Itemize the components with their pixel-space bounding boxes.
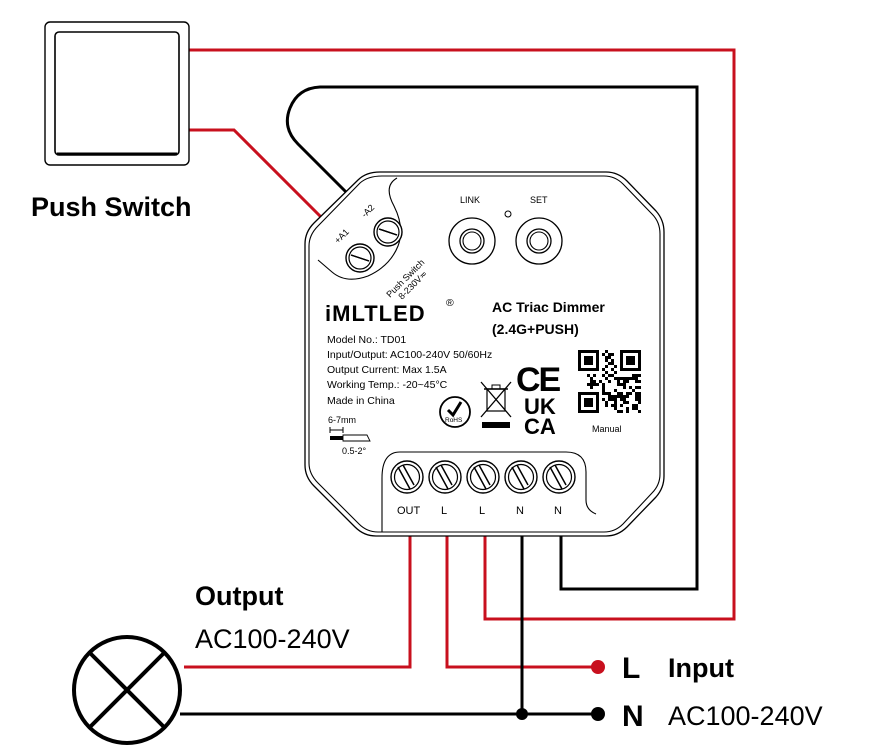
screw-terminal-2 — [428, 460, 462, 494]
neutral-input-terminal-dot — [591, 707, 605, 721]
terminal-label-l2: L — [479, 505, 485, 517]
ukca-mark-line2: CA — [524, 414, 556, 439]
device-title-line1: AC Triac Dimmer — [492, 299, 605, 315]
dimmer-device — [304, 171, 665, 537]
qr-code-icon — [578, 350, 641, 413]
set-button[interactable] — [515, 217, 563, 265]
rohs-icon: RoHS — [439, 396, 471, 428]
svg-text:RoHS: RoHS — [445, 417, 463, 424]
push-terminal-a1 — [345, 243, 375, 273]
neutral-junction-dot — [516, 708, 528, 720]
screw-terminal-5 — [542, 460, 576, 494]
terminal-label-n1: N — [516, 505, 524, 517]
wire-strip-icon — [329, 427, 371, 442]
push-terminal-a2 — [373, 217, 403, 247]
wire-gauge-label: 0.5-2° — [342, 446, 367, 456]
wire-live-input — [445, 528, 598, 669]
strip-length-label: 6-7mm — [328, 415, 356, 425]
qr-caption: Manual — [592, 424, 622, 434]
output-voltage: AC100-240V — [195, 624, 350, 654]
wire-switch-to-a1 — [188, 128, 326, 222]
spec-input-output: Input/Output: AC100-240V 50/60Hz — [327, 349, 492, 361]
screw-terminal-4 — [504, 460, 538, 494]
push-switch-label: Push Switch — [31, 192, 192, 222]
lamp-icon — [72, 635, 182, 745]
link-button-label: LINK — [460, 195, 480, 205]
wire-switch-to-live — [188, 48, 736, 621]
input-live-label: L — [622, 652, 640, 685]
registered-mark: ® — [446, 297, 454, 309]
status-led-icon — [504, 210, 512, 218]
device-title-line2: (2.4G+PUSH) — [492, 321, 579, 337]
terminal-block — [390, 460, 576, 494]
set-button-label: SET — [530, 195, 548, 205]
terminal-label-out: OUT — [397, 505, 421, 517]
ukca-mark-line1: UK — [524, 394, 556, 419]
brand-logo: iMLTLED — [325, 301, 426, 326]
wire-out-to-lamp — [184, 528, 412, 669]
link-button[interactable] — [448, 217, 496, 265]
spec-working-temp: Working Temp.: -20~45°C — [327, 379, 448, 391]
ce-mark: CE — [516, 361, 561, 399]
spec-output-current: Output Current: Max 1.5A — [327, 364, 447, 376]
screw-terminal-1 — [390, 460, 424, 494]
wire-a2-to-neutral — [285, 85, 699, 591]
terminal-label-l1: L — [441, 505, 447, 517]
output-title: Output — [195, 581, 283, 611]
spec-origin: Made in China — [327, 395, 395, 407]
terminal-label-n2: N — [554, 505, 562, 517]
input-neutral-label: N — [622, 700, 644, 733]
live-input-terminal-dot — [591, 660, 605, 674]
weee-bin-icon — [480, 381, 512, 428]
screw-terminal-3 — [466, 460, 500, 494]
input-title: Input — [668, 653, 734, 683]
spec-model: Model No.: TD01 — [327, 334, 406, 346]
input-voltage: AC100-240V — [668, 701, 823, 731]
push-switch — [44, 21, 190, 166]
